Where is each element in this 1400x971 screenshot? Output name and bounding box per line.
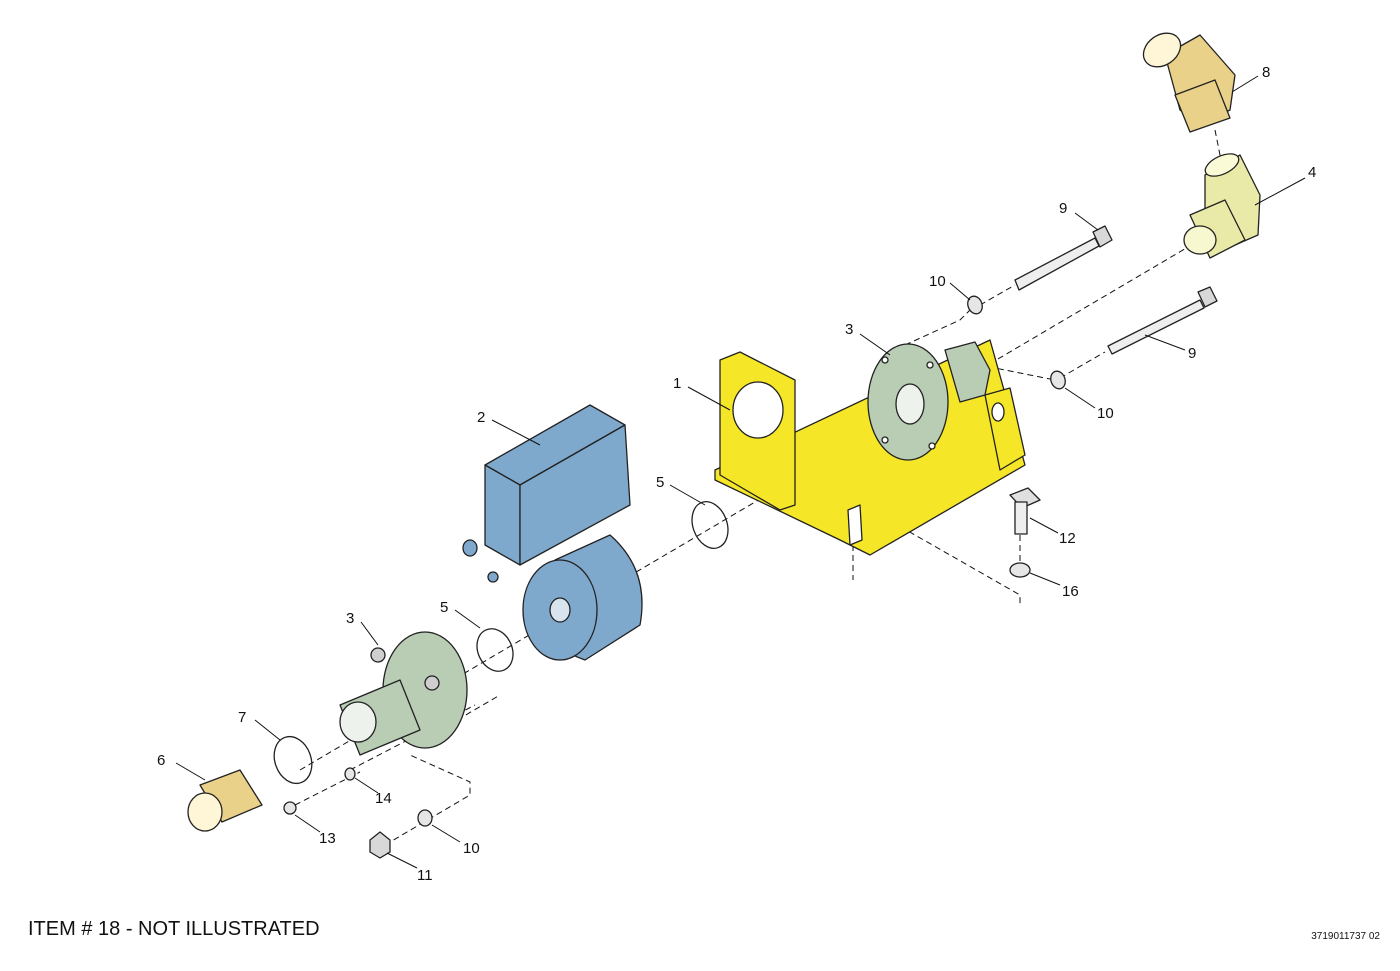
small-screw	[283, 801, 297, 815]
flange-lower-bore	[339, 701, 377, 743]
flange-lower-bolt-head-1	[370, 647, 386, 663]
elbow-hex-nut	[1174, 79, 1231, 133]
callout-8: 8	[1262, 64, 1270, 81]
long-bolt-lower	[1107, 299, 1205, 355]
flange-upper-bolt-hole-1	[881, 356, 889, 364]
callout-2: 2	[477, 409, 485, 426]
elbow-fitting	[1183, 153, 1261, 259]
o-rings	[476, 501, 729, 672]
callout-16: 16	[1062, 583, 1079, 600]
elbow-4-top	[1204, 153, 1240, 177]
callout-13: 13	[319, 830, 336, 847]
o-ring-upper	[691, 501, 729, 549]
callout-10-right: 10	[1097, 405, 1114, 422]
callout-11: 11	[417, 867, 433, 884]
hex-bolt-shank	[1014, 501, 1028, 535]
flange-upper-bolt-hole-2	[926, 361, 934, 369]
washer-upper-right	[967, 295, 983, 315]
small-hardware	[283, 767, 433, 859]
flange-upper-bolt-hole-4	[928, 442, 936, 450]
valve-actuator	[462, 404, 643, 661]
drawing-number: 3719011737 02	[1311, 931, 1380, 942]
flange-upper	[867, 341, 991, 461]
callout-14: 14	[375, 790, 392, 807]
actuator-side-button	[462, 539, 478, 557]
valve-body-stud	[487, 571, 499, 583]
callout-1: 1	[673, 375, 681, 392]
callout-6: 6	[157, 752, 165, 769]
flange-lower	[339, 631, 468, 756]
bracket-bolt-assembly	[1009, 487, 1041, 578]
callout-3-upper: 3	[845, 321, 853, 338]
flange-lower-bolt-head-2	[424, 675, 440, 691]
callout-12: 12	[1059, 530, 1076, 547]
brass-elbow-fitting	[1142, 32, 1236, 133]
flange-upper-bore	[895, 383, 925, 425]
small-washer	[344, 767, 356, 781]
flange-upper-hub	[944, 341, 991, 403]
callout-7: 7	[238, 709, 246, 726]
washer-lower-left	[417, 809, 433, 827]
callout-4: 4	[1308, 164, 1316, 181]
brass-adapter	[187, 769, 263, 832]
callout-3-lower: 3	[346, 610, 354, 627]
callout-9-upper: 9	[1059, 200, 1067, 217]
long-bolt-lower-head	[1197, 286, 1218, 308]
long-bolt-upper	[1014, 237, 1100, 291]
callout-leader-lines	[175, 75, 1306, 869]
elbow-4-outlet	[1183, 225, 1217, 255]
not-illustrated-note: ITEM # 18 - NOT ILLUSTRATED	[28, 918, 320, 940]
callout-5-upper: 5	[656, 474, 664, 491]
elbow-inlet	[1142, 32, 1182, 68]
long-bolt-upper-head	[1092, 225, 1113, 248]
bracket-upright-hole	[732, 381, 784, 439]
flange-upper-bolt-hole-3	[881, 436, 889, 444]
long-bolts	[1014, 225, 1218, 355]
callout-9-lower: 9	[1188, 345, 1196, 362]
o-ring-lower	[476, 628, 514, 672]
actuator-housing-side	[519, 424, 631, 566]
callout-10-upper: 10	[929, 273, 946, 290]
bracket-slot-right	[991, 402, 1005, 422]
callout-numbers: 1 2 3 3 4 5 5 6 7 8 9 9 10 10 10 11 12 1…	[157, 64, 1316, 884]
callout-5-lower: 5	[440, 599, 448, 616]
bracket-washer	[1009, 562, 1031, 578]
washer-lower-right	[1050, 370, 1066, 390]
washers-right	[967, 295, 1066, 390]
bracket-slot-base	[847, 504, 863, 546]
brass-adapter-face	[187, 792, 223, 832]
callout-10-lower: 10	[463, 840, 480, 857]
valve-body-bore	[549, 597, 571, 623]
hex-nut	[369, 831, 391, 859]
gasket-ring	[273, 735, 313, 785]
